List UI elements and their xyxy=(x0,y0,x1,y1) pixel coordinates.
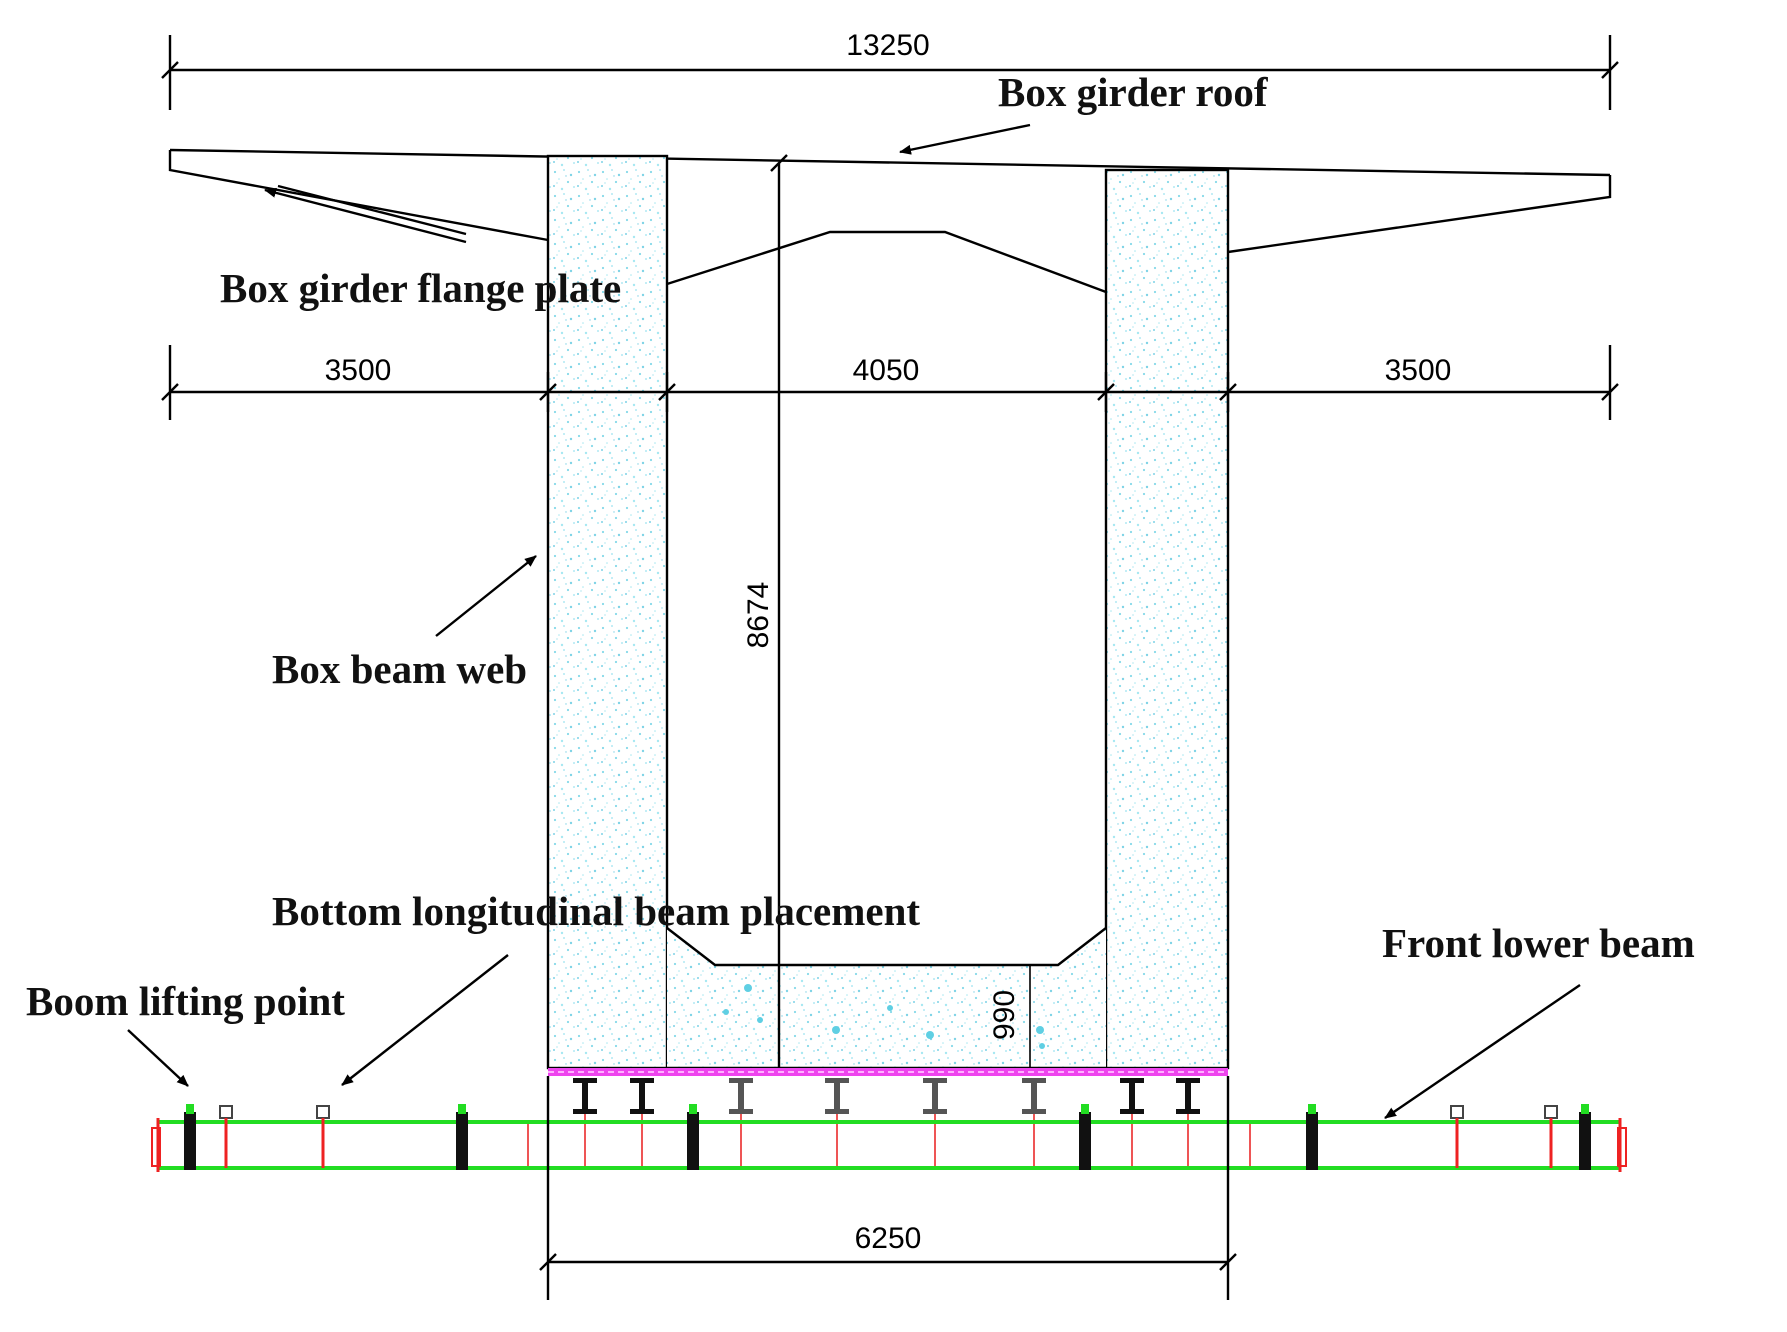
left-web xyxy=(546,154,669,1070)
bottom-longitudinal-beams xyxy=(527,1078,1251,1168)
dimension-bottom-width: 6250 xyxy=(539,1076,1237,1300)
beam-post xyxy=(1544,1105,1558,1168)
label-web-group: Box beam web xyxy=(272,555,537,692)
label-flange-plate: Box girder flange plate xyxy=(220,265,621,311)
beam-post xyxy=(219,1105,233,1168)
label-boom-lifting-point: Boom lifting point xyxy=(26,978,345,1024)
label-boom-lifting-point-group: Boom lifting point xyxy=(26,978,345,1087)
label-bottom-longitudinal-group: Bottom longitudinal beam placement xyxy=(272,888,920,1086)
beam-post xyxy=(456,1104,468,1170)
beam-post xyxy=(1579,1104,1591,1170)
label-front-lower-beam-group: Front lower beam xyxy=(1382,920,1695,1119)
label-bottom-longitudinal: Bottom longitudinal beam placement xyxy=(272,888,920,934)
dim-bottom-plate-text: 990 xyxy=(988,990,1021,1040)
dim-girder-height-text: 8674 xyxy=(742,582,775,649)
dim-bottom-width-text: 6250 xyxy=(855,1222,922,1255)
dim-total-width-text: 13250 xyxy=(846,29,929,62)
box-girder-roof-outline xyxy=(168,148,1612,294)
dimension-bottom-plate: 990 xyxy=(988,964,1042,1068)
dim-right-flange-text: 3500 xyxy=(1385,354,1452,387)
dimension-flange-row: 3500 4050 3500 xyxy=(161,345,1619,420)
label-front-lower-beam: Front lower beam xyxy=(1382,920,1695,966)
label-web: Box beam web xyxy=(272,646,527,692)
dimension-total-width: 13250 xyxy=(161,29,1619,110)
label-roof: Box girder roof xyxy=(998,69,1269,115)
right-web xyxy=(1104,168,1230,1070)
beam-post xyxy=(1079,1104,1091,1170)
front-lower-beam-posts xyxy=(184,1104,1591,1170)
beam-post xyxy=(316,1105,330,1168)
bottom-formwork-plate xyxy=(548,1068,1228,1076)
dim-center-span-text: 4050 xyxy=(853,354,920,387)
label-roof-group: Box girder roof xyxy=(899,69,1269,155)
dim-left-flange-text: 3500 xyxy=(325,354,392,387)
bottom-slab xyxy=(666,927,1107,1070)
beam-post xyxy=(1306,1104,1318,1170)
beam-post xyxy=(1450,1105,1464,1168)
beam-post xyxy=(184,1104,196,1170)
front-lower-beam xyxy=(151,1118,1627,1172)
label-flange-plate-group: Box girder flange plate xyxy=(220,184,621,311)
dimension-girder-height: 8674 xyxy=(742,154,788,1068)
beam-post xyxy=(687,1104,699,1170)
